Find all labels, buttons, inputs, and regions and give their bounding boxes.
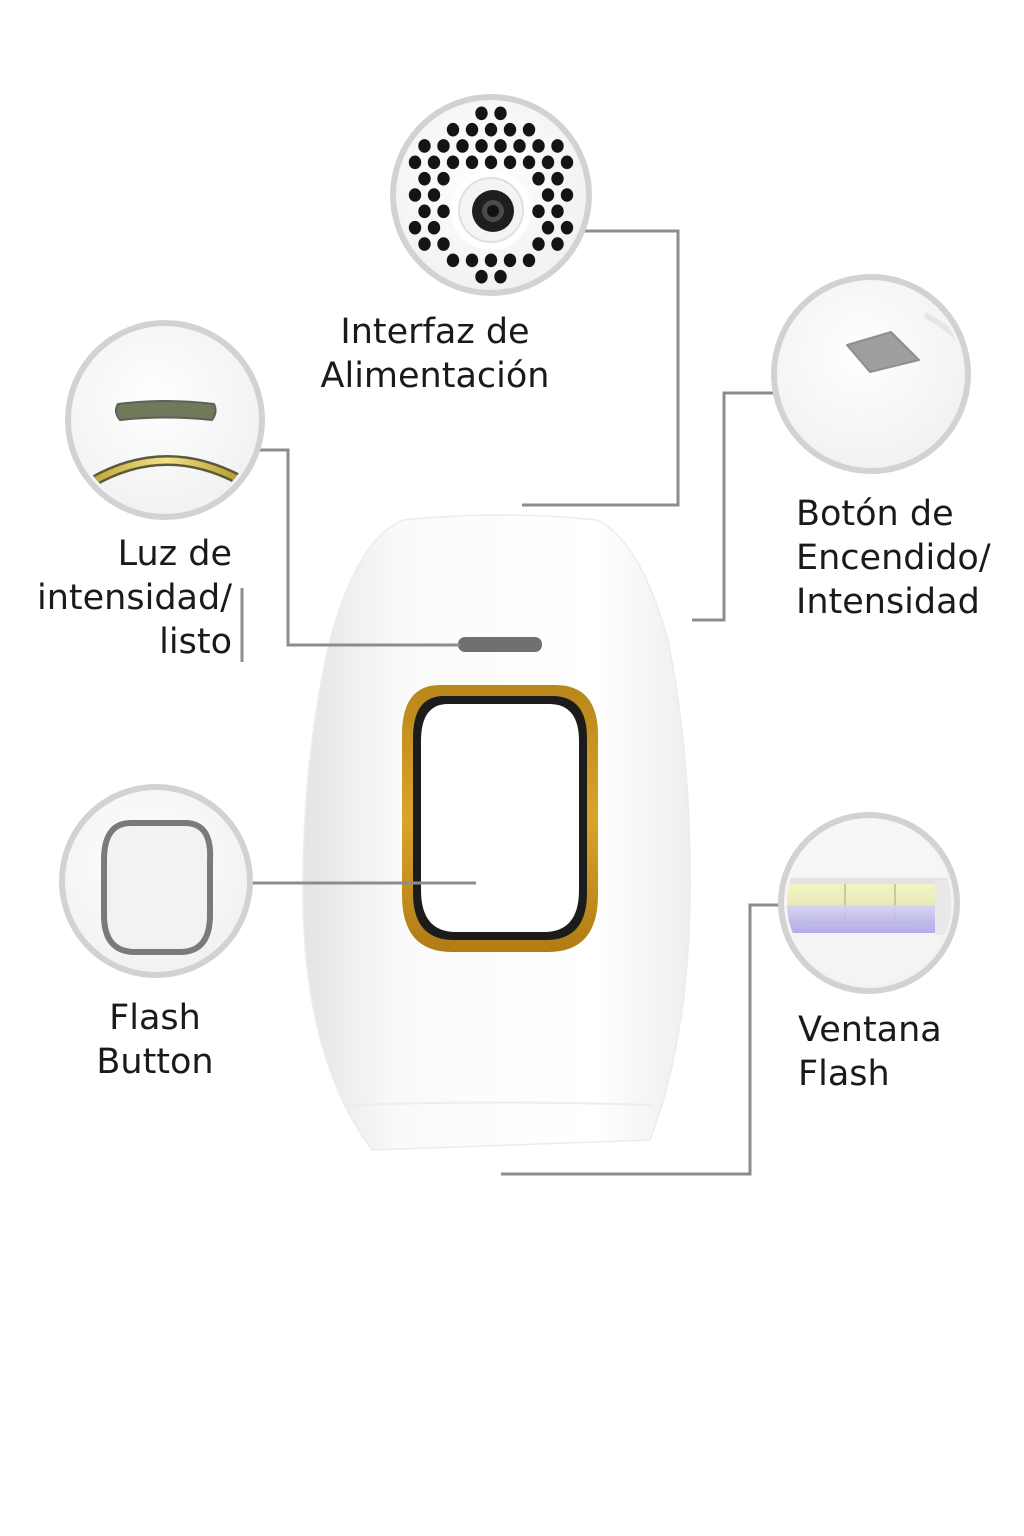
vent-hole [551, 237, 564, 251]
vent-hole [475, 106, 488, 121]
vent-hole [437, 237, 450, 251]
vent-hole [522, 253, 536, 268]
vent-hole [408, 220, 422, 235]
vent-hole [456, 139, 469, 153]
device-body [302, 514, 691, 1151]
callout-power-button [771, 274, 971, 474]
vent-hole [418, 237, 431, 251]
label-flash-window-line-1: Ventana [798, 1010, 942, 1050]
vent-hole [513, 139, 526, 153]
vent-hole [484, 155, 498, 170]
vent-dc-port-icon [408, 106, 574, 284]
leader-line-indicator [256, 448, 460, 647]
vent-hole [551, 139, 564, 153]
label-power-button-line-1: Botón de [796, 494, 954, 534]
label-indicator-line-1: Luz de [117, 534, 232, 574]
vent-hole [532, 237, 545, 251]
vent-hole [427, 220, 441, 235]
vent-hole [503, 155, 517, 170]
label-flash-button-line-1: Flash [109, 998, 201, 1038]
vent-hole [532, 171, 545, 186]
label-power-button: Botón de Encendido/ Intensidad [796, 492, 991, 624]
vent-hole [408, 155, 422, 170]
vent-hole [541, 220, 555, 235]
vent-hole [437, 139, 450, 153]
vent-hole [541, 188, 555, 202]
leader-line-power-button [692, 391, 777, 622]
label-power-button-line-2: Encendido/ [796, 538, 991, 578]
label-power-interface-line-1: Interfaz de [340, 312, 530, 352]
vent-hole [437, 171, 450, 186]
callout-flash-window [778, 812, 960, 994]
vent-hole [437, 204, 450, 219]
flash-button[interactable] [402, 685, 598, 952]
label-indicator-line-3: listo [159, 622, 232, 662]
vent-hole [541, 155, 555, 170]
label-indicator-light: Luz de intensidad/ listo [20, 532, 232, 664]
label-power-interface-line-2: Alimentación [320, 356, 550, 396]
leader-lines [240, 229, 783, 1176]
vent-hole [503, 253, 517, 268]
label-flash-button: Flash Button [60, 996, 250, 1084]
vent-hole [418, 171, 431, 186]
vent-hole [560, 188, 574, 202]
callout-flash-button [59, 784, 253, 978]
vent-hole [560, 155, 574, 170]
vent-hole [408, 188, 422, 202]
vent-hole [446, 155, 460, 170]
label-indicator-line-2: intensidad/ [37, 578, 232, 618]
indicator-light [458, 637, 542, 652]
callout-indicator-light [65, 320, 265, 520]
label-flash-window-line-2: Flash [798, 1054, 890, 1094]
label-flash-button-line-2: Button [96, 1042, 214, 1082]
vent-hole [503, 122, 517, 137]
vent-hole [522, 122, 536, 137]
rounded-rect-button-icon [101, 820, 214, 955]
callout-power-interface [390, 94, 592, 296]
vent-hole [475, 139, 488, 153]
vent-hole [551, 204, 564, 219]
vent-hole [494, 269, 507, 284]
vent-hole [494, 106, 507, 121]
vent-hole [446, 253, 460, 268]
vent-hole [494, 139, 507, 153]
vent-hole [560, 220, 574, 235]
vent-hole [484, 253, 498, 268]
vent-hole [465, 122, 479, 137]
vent-hole [427, 155, 441, 170]
vent-hole [418, 139, 431, 153]
vent-hole [465, 253, 479, 268]
vent-hole [475, 269, 488, 284]
leader-line-power-interface [522, 229, 680, 507]
label-flash-window: Ventana Flash [798, 1008, 942, 1096]
label-power-interface: Interfaz de Alimentación [300, 310, 570, 398]
label-power-button-line-3: Intensidad [796, 582, 980, 622]
flash-lamp-window-icon [787, 838, 951, 985]
vent-hole [465, 155, 479, 170]
vent-hole [427, 188, 441, 202]
vent-hole [522, 155, 536, 170]
indicator-bar-icon [114, 400, 217, 422]
vent-hole [532, 139, 545, 153]
vent-hole [484, 122, 498, 137]
vent-hole [418, 204, 431, 219]
vent-hole [446, 122, 460, 137]
vent-hole [551, 171, 564, 186]
leader-line-flash-window [501, 903, 783, 1176]
vent-hole [532, 204, 545, 219]
diamond-button-icon [846, 331, 920, 373]
